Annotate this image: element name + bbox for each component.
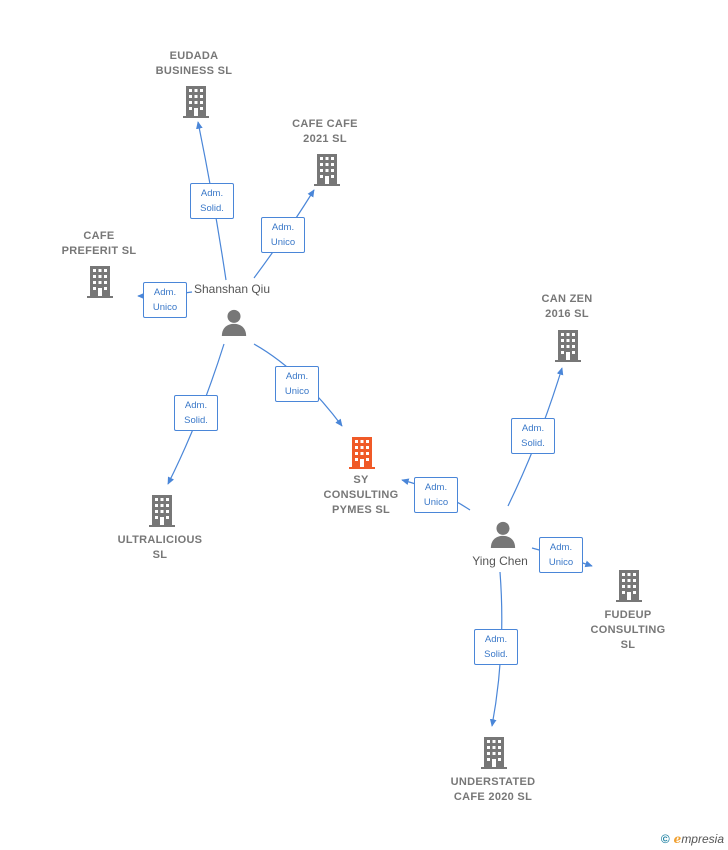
edge-label-shanshan-cafepreferit: Adm. Unico bbox=[143, 282, 187, 318]
building-icon-understated[interactable] bbox=[481, 737, 507, 769]
company-label-ultralicious[interactable]: ULTRALICIOUS SL bbox=[117, 534, 203, 561]
edge-label-shanshan-cafecafe: Adm. Unico bbox=[261, 217, 305, 253]
footer-attribution: ©empresia bbox=[661, 832, 724, 846]
building-icon-fudeup[interactable] bbox=[616, 570, 642, 602]
building-icon-sy[interactable] bbox=[349, 437, 375, 469]
brand-logo-text: mpresia bbox=[681, 832, 724, 846]
building-icon-eudada[interactable] bbox=[183, 86, 209, 118]
building-icon-canzen[interactable] bbox=[555, 330, 581, 362]
building-icon-cafecafe[interactable] bbox=[314, 154, 340, 186]
edge-label-shanshan-eudada: Adm. Solid. bbox=[190, 183, 234, 219]
company-label-canzen[interactable]: CAN ZEN 2016 SL bbox=[541, 293, 593, 320]
company-label-cafecafe[interactable]: CAFE CAFE 2021 SL bbox=[292, 118, 358, 145]
edge-label-yingchen-understated: Adm. Solid. bbox=[474, 629, 518, 665]
brand-logo-initial: e bbox=[673, 832, 682, 846]
edge-label-yingchen-fudeup: Adm. Unico bbox=[539, 537, 583, 573]
person-icon-shanshan[interactable] bbox=[221, 309, 247, 336]
building-icon-ultralicious[interactable] bbox=[149, 495, 175, 527]
person-label-shanshan[interactable]: Shanshan Qiu bbox=[193, 282, 271, 296]
edge-label-yingchen-sy: Adm. Unico bbox=[414, 477, 458, 513]
person-icon-yingchen[interactable] bbox=[490, 521, 516, 548]
edge-label-shanshan-ultralicious: Adm. Solid. bbox=[174, 395, 218, 431]
company-label-cafepreferit[interactable]: CAFE PREFERIT SL bbox=[61, 230, 137, 257]
company-label-understated[interactable]: UNDERSTATED CAFE 2020 SL bbox=[450, 776, 536, 803]
person-label-yingchen[interactable]: Ying Chen bbox=[472, 554, 528, 568]
copyright-icon: © bbox=[660, 832, 670, 846]
edge-label-yingchen-canzen: Adm. Solid. bbox=[511, 418, 555, 454]
company-label-sy[interactable]: SY CONSULTING PYMES SL bbox=[323, 474, 399, 516]
edge-label-shanshan-sy: Adm. Unico bbox=[275, 366, 319, 402]
building-icon-cafepreferit[interactable] bbox=[87, 266, 113, 298]
company-label-fudeup[interactable]: FUDEUP CONSULTING SL bbox=[590, 609, 666, 651]
company-label-eudada[interactable]: EUDADA BUSINESS SL bbox=[155, 50, 233, 77]
